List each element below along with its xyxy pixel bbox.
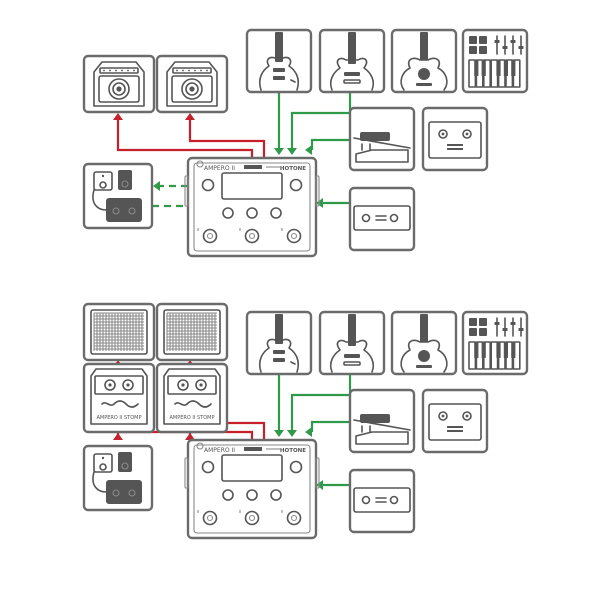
ampero-stomp-icon: AMPERO II STOMP xyxy=(82,362,156,434)
bass-guitar-icon xyxy=(318,28,386,94)
dual-footswitch-icon xyxy=(421,388,489,454)
midi-keyboard-icon xyxy=(461,28,529,94)
speaker-cabinet-icon xyxy=(82,302,156,362)
guitar-amp-icon xyxy=(82,54,156,114)
grille xyxy=(166,312,217,351)
ampero-ii-unit-icon: AMPERO II HOTONE xyxy=(184,438,320,540)
setup-stomp-cabs: AMPERO II HOTONE AMPERO II STOMP AMPERO II … xyxy=(82,302,529,540)
acoustic-guitar-icon xyxy=(390,28,458,94)
stomp-label: AMPERO II STOMP xyxy=(170,415,215,421)
signal-wires xyxy=(113,93,352,208)
dual-footswitch-icon xyxy=(348,468,416,534)
electric-guitar-icon xyxy=(245,28,313,94)
expression-pedal-icon xyxy=(348,106,416,172)
hotone-logo: HOTONE xyxy=(280,448,306,454)
acoustic-guitar-icon xyxy=(390,310,458,376)
electric-guitar-icon xyxy=(245,310,313,376)
hotone-logo: HOTONE xyxy=(280,166,306,172)
ampero-model-label: AMPERO II xyxy=(204,447,235,454)
pedalboard-icon xyxy=(82,162,154,230)
grille xyxy=(93,312,144,351)
ampero-ii-unit-icon: AMPERO II HOTONE xyxy=(184,156,320,258)
guitar-amp-icon xyxy=(155,54,229,114)
dual-footswitch-icon xyxy=(348,186,416,252)
ampero-model-label: AMPERO II xyxy=(204,165,235,172)
expression-pedal-icon xyxy=(348,388,416,454)
setup-amps: AMPERO II HOTONE xyxy=(82,28,529,258)
speaker-cabinet-icon xyxy=(155,302,229,362)
dual-footswitch-icon xyxy=(421,106,489,172)
bass-guitar-icon xyxy=(318,310,386,376)
pedalboard-icon xyxy=(82,444,154,512)
midi-keyboard-icon xyxy=(461,310,529,376)
ampero-stomp-icon: AMPERO II STOMP xyxy=(155,362,229,434)
stomp-label: AMPERO II STOMP xyxy=(97,415,142,421)
